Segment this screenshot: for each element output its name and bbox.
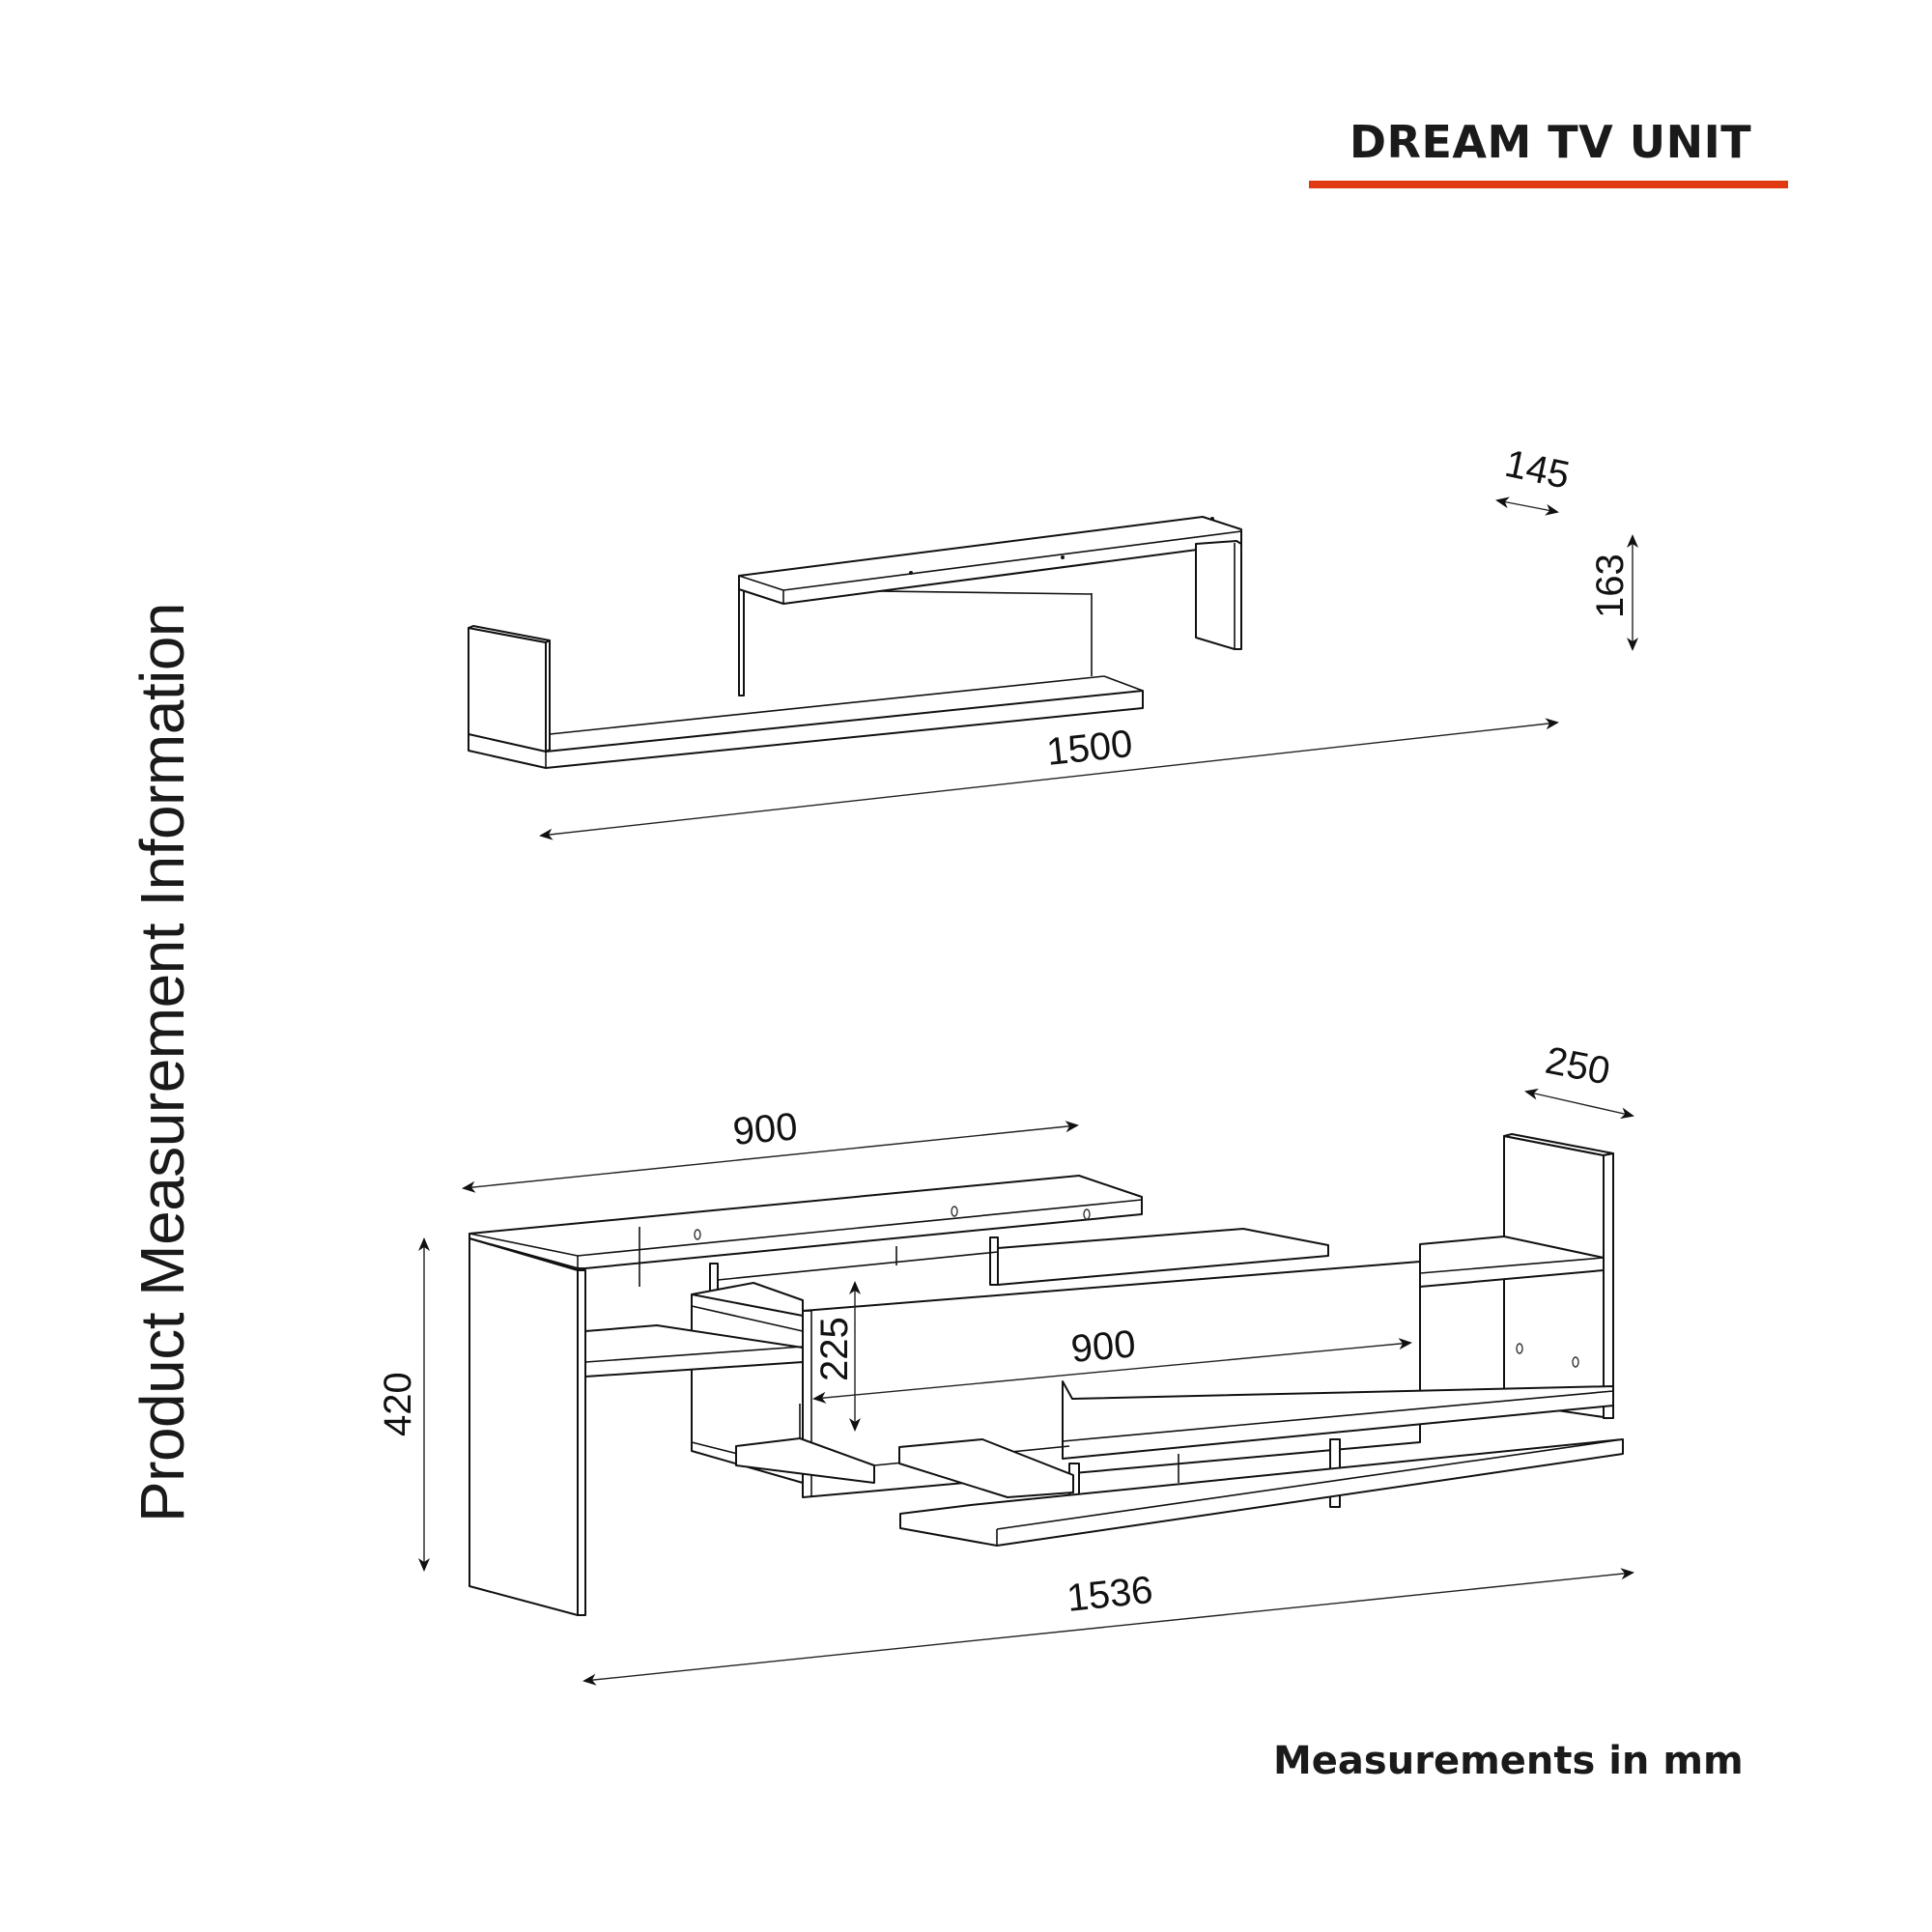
top-shelf-length-label: 900 bbox=[731, 1105, 799, 1153]
total-height-label: 420 bbox=[377, 1372, 419, 1436]
units-note: Measurements in mm bbox=[1273, 1739, 1744, 1783]
front-panel-height-label: 225 bbox=[813, 1317, 856, 1381]
dimension-shelf-length: 1500 bbox=[539, 718, 1559, 840]
tv-top-shelf bbox=[469, 1175, 1143, 1269]
dimension-shelf-height: 163 bbox=[1589, 534, 1638, 651]
tv-front-panel bbox=[802, 1261, 1421, 1498]
tv-right-middle-shelf bbox=[1419, 1236, 1605, 1288]
dimension-front-panel-length: 900 bbox=[812, 1322, 1412, 1404]
shelf-lower-board bbox=[468, 690, 1144, 769]
tv-left-side-panel bbox=[469, 1237, 579, 1616]
dimension-depth: 250 bbox=[1524, 1039, 1634, 1120]
depth-label: 250 bbox=[1542, 1039, 1613, 1094]
shelf-depth-label: 145 bbox=[1501, 442, 1573, 497]
shelf-upper-board bbox=[738, 516, 1242, 605]
product-title: DREAM TV UNIT bbox=[1349, 116, 1752, 168]
title-underline bbox=[1309, 181, 1788, 188]
dimension-top-shelf-length: 900 bbox=[462, 1105, 1079, 1193]
dimension-shelf-depth: 145 bbox=[1495, 442, 1574, 516]
total-length-label: 1536 bbox=[1065, 1569, 1154, 1620]
dimension-front-panel-height: 225 bbox=[813, 1281, 861, 1432]
front-panel-length-label: 900 bbox=[1069, 1322, 1137, 1371]
dimension-total-height: 420 bbox=[377, 1237, 430, 1572]
shelf-length-label: 1500 bbox=[1044, 723, 1134, 774]
tv-lower-left-shelf bbox=[735, 1437, 875, 1484]
dimension-total-length: 1536 bbox=[582, 1568, 1634, 1686]
shelf-height-label: 163 bbox=[1589, 554, 1632, 618]
tv-unit-drawing bbox=[469, 1133, 1624, 1616]
